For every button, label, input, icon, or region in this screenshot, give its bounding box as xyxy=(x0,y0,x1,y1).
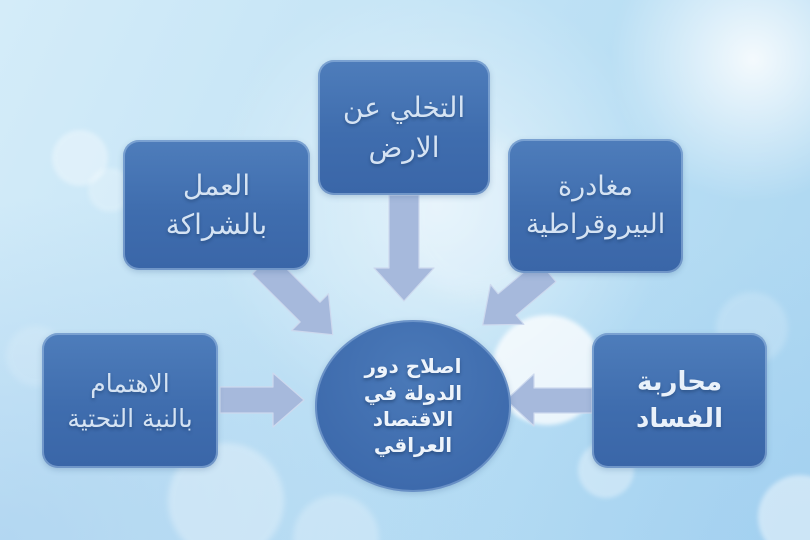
arrow-diagonal-from-top-left xyxy=(251,253,334,336)
node-label-line: التخلي عن xyxy=(342,91,466,125)
node-work-in-partnership: العمل بالشراكة xyxy=(123,140,310,270)
node-leave-bureaucracy: مغادرة البيروقراطية xyxy=(508,139,683,273)
node-label-line: الارض xyxy=(368,130,440,164)
node-central-reform-state-role: اصلاح دور الدولة في الاقتصاد العراقي xyxy=(315,320,511,492)
node-label-line: بالشراكة xyxy=(165,208,268,241)
center-label-line: الدولة في xyxy=(363,380,463,405)
node-label-line: البيروقراطية xyxy=(525,209,666,240)
node-abandon-land: التخلي عن الارض xyxy=(318,60,490,195)
node-label-line: العمل xyxy=(182,168,251,202)
arrow-down-from-top-center xyxy=(373,194,435,302)
node-label-line: الفساد xyxy=(636,403,723,434)
center-label-line: اصلاح دور xyxy=(364,354,462,379)
node-fight-corruption: محاربة الفساد xyxy=(592,333,767,468)
center-label-line: العراقي xyxy=(373,433,453,458)
node-infrastructure-attention: الاهتمام بالنية التحتية xyxy=(42,333,218,468)
node-label-line: الاهتمام xyxy=(90,368,170,398)
center-label-line: الاقتصاد xyxy=(372,407,454,431)
arrow-right-from-left xyxy=(219,372,305,428)
arrow-left-from-right xyxy=(505,373,593,427)
node-label-line: محاربة xyxy=(636,367,723,398)
node-label-line: مغادرة xyxy=(558,171,633,203)
node-label-line: بالنية التحتية xyxy=(67,403,193,433)
